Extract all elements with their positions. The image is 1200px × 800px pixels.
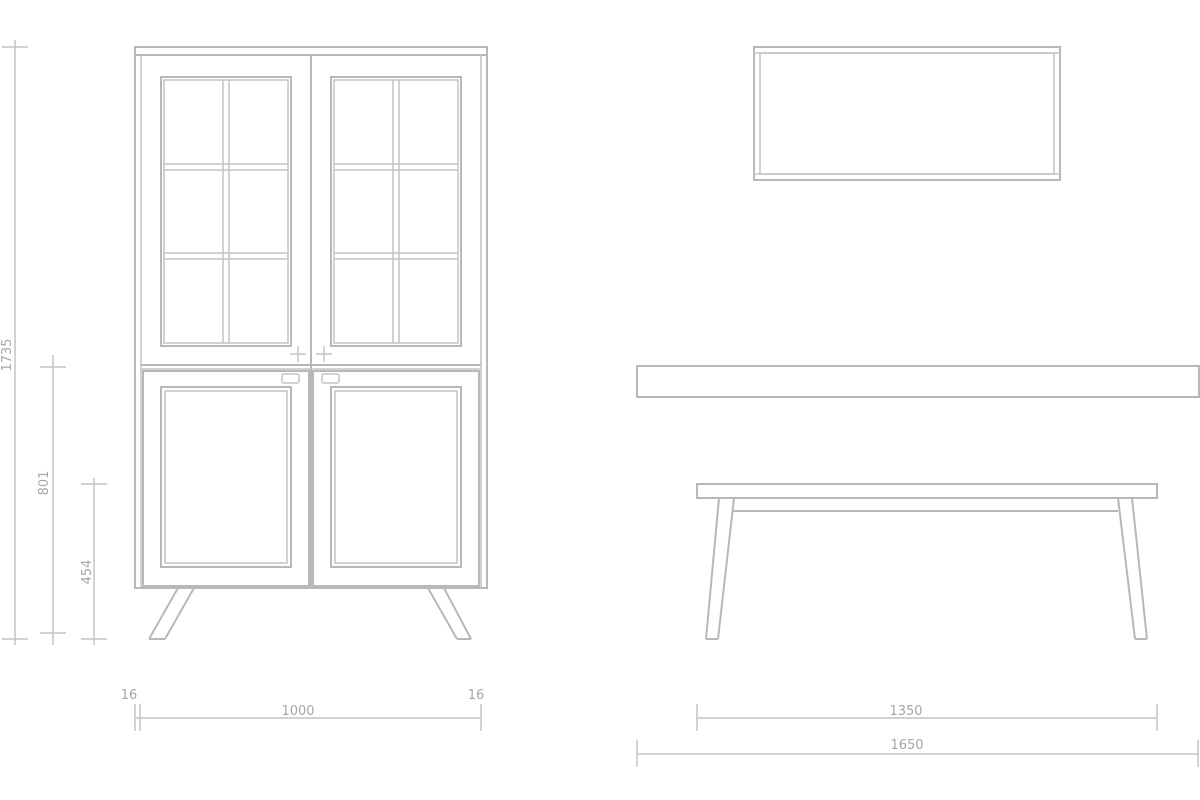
dimension-label-side-panel-left: 16 (121, 688, 138, 703)
dimension-label-leg-height: 454 (80, 560, 95, 585)
dimension-label-lower-section-height: 801 (37, 471, 52, 496)
dimension-cabinet-height: 1735 (0, 40, 28, 645)
dimension-cabinet-width: 16 1000 16 (121, 688, 485, 731)
right-glazed-door (330, 76, 462, 347)
dimension-label-cabinet-inner-width: 1000 (281, 704, 314, 719)
cabinet-top-board (134, 46, 488, 56)
dimension-table-leg-span: 1350 (696, 704, 1158, 731)
upper-door-knobs (290, 346, 332, 362)
dimension-leg-height: 454 (80, 478, 107, 645)
lower-right-door-handle (321, 373, 340, 384)
dimension-label-table-leg-span: 1350 (889, 704, 922, 719)
table-side-profile (636, 365, 1200, 398)
dimension-label-table-length: 1650 (890, 738, 923, 753)
table-front-view (696, 483, 1158, 640)
table-top-view (753, 46, 1061, 181)
dimension-lower-section-height: 801 (37, 355, 66, 645)
left-glazed-door (160, 76, 292, 347)
dimension-label-side-panel-right: 16 (468, 688, 485, 703)
cabinet-legs (148, 585, 472, 640)
cabinet-front-view (134, 46, 488, 640)
dimension-label-cabinet-height: 1735 (0, 338, 15, 371)
lower-left-door-handle (281, 373, 300, 384)
dimension-table-length: 1650 (636, 738, 1199, 767)
lower-right-door (312, 370, 480, 587)
lower-left-door (142, 370, 310, 587)
table-top (696, 483, 1158, 499)
